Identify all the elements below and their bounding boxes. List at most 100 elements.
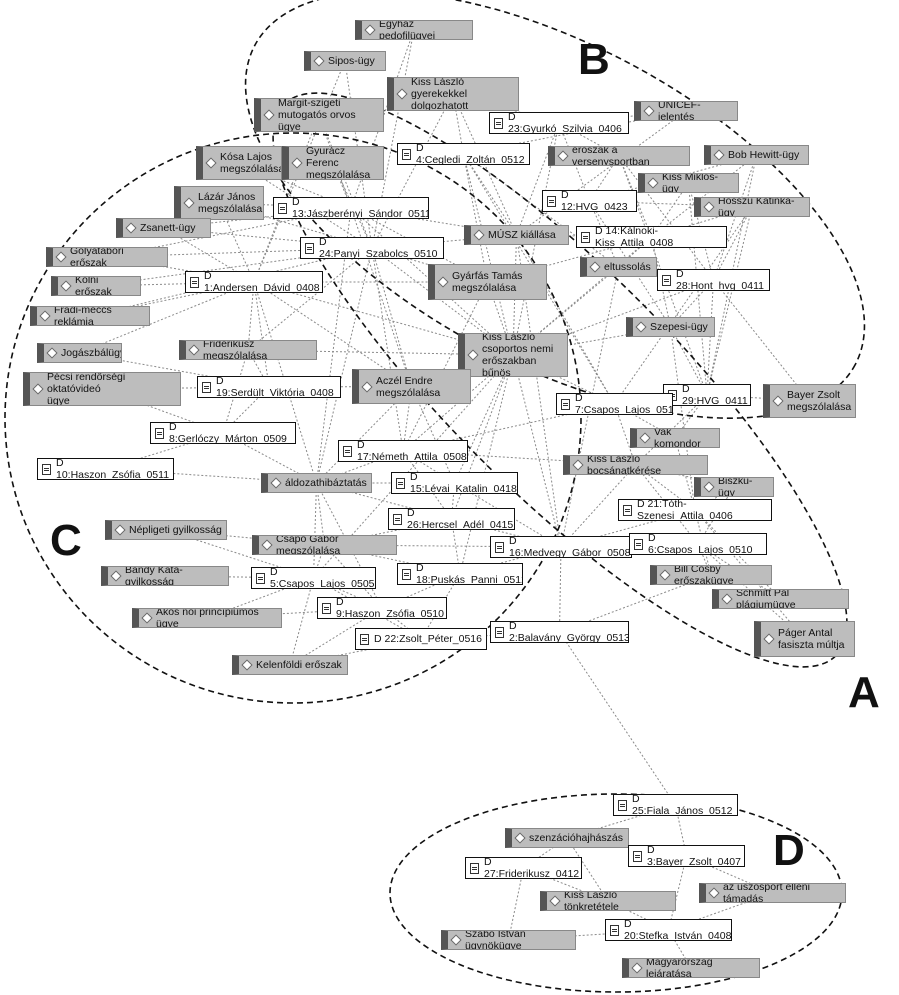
code-node-pager[interactable]: Páger Antal fasiszta múltja bbox=[754, 621, 855, 657]
document-node-d2[interactable]: D 2:Balavány_György_0513 bbox=[490, 621, 629, 643]
document-node-d9[interactable]: D 9:Haszon_Zsófia_0510 bbox=[317, 597, 447, 619]
code-node-szenzacio[interactable]: szenzációhajhászás bbox=[505, 828, 629, 848]
document-node-d28[interactable]: D 28:Hont_hvg_0411 bbox=[657, 269, 770, 291]
document-node-d26[interactable]: D 26:Hercsel_Adél_0415 bbox=[388, 508, 515, 530]
document-node-d5[interactable]: D 5:Csapos_Lajos_0505 bbox=[251, 567, 376, 589]
code-node-gyarfas[interactable]: Gyárfás Tamás megszólalása bbox=[428, 264, 547, 300]
document-node-d10[interactable]: D 10:Haszon_Zsófia_0511 bbox=[37, 458, 174, 480]
node-label: D 1:Andersen_Dávid_0408 bbox=[204, 271, 320, 293]
document-node-d24[interactable]: D 24:Panyi_Szabolcs_0510 bbox=[300, 237, 444, 259]
code-node-eroszakverseny[interactable]: erőszak a versenysportban bbox=[548, 146, 690, 166]
code-node-kolni[interactable]: Kölni erőszak bbox=[51, 276, 141, 296]
code-node-kissbocsanat[interactable]: Kiss László bocsánatkérése bbox=[563, 455, 708, 475]
edge-hosszu-d7 bbox=[614, 206, 753, 405]
document-node-d8[interactable]: D 8:Gerlóczy_Márton_0509 bbox=[150, 422, 296, 444]
document-node-d29[interactable]: D 29:HVG_0411 bbox=[663, 384, 751, 406]
document-node-d18[interactable]: D 18:Puskás_Panni_0512 bbox=[397, 563, 523, 585]
document-node-d3[interactable]: D 3:Bayer_Zsolt_0407 bbox=[628, 845, 745, 867]
document-node-d4[interactable]: D 4:Cegledi_Zoltán_0512 bbox=[397, 143, 530, 165]
code-node-kissgyerek[interactable]: Kiss László gyerekekkel dolgozhatott bbox=[387, 77, 519, 111]
node-label: D 8:Gerlóczy_Márton_0509 bbox=[169, 422, 287, 444]
code-node-nepligeti[interactable]: Népligeti gyilkosság bbox=[105, 520, 227, 540]
document-node-d7[interactable]: D 7:Csapos_Lajos_0514 bbox=[556, 393, 673, 415]
edge-aldozat-d5 bbox=[313, 482, 317, 579]
node-label: Fradi-meccs reklámja bbox=[54, 306, 112, 326]
code-diamond-icon bbox=[263, 109, 275, 121]
code-node-margit[interactable]: Margit-szigeti mutogatós orvos ügye bbox=[254, 98, 384, 132]
node-label: Bob Hewitt-ügy bbox=[728, 149, 800, 161]
code-node-bayerzsolt[interactable]: Bayer Zsolt megszólalása bbox=[763, 384, 856, 418]
code-node-unicef[interactable]: UNICEF-jelentés bbox=[634, 101, 738, 121]
node-label: D 21:Tóth-Szenesi_Attila_0406 bbox=[637, 499, 733, 521]
code-node-kisstonkre[interactable]: Kiss László tönkretétele bbox=[540, 891, 676, 911]
code-node-kosa[interactable]: Kósa Lajos megszólalása bbox=[196, 146, 282, 180]
code-diamond-icon bbox=[703, 201, 715, 213]
code-node-kissmiklos[interactable]: Kiss Miklós-ügy bbox=[638, 173, 739, 193]
node-label: Biszku-ügy bbox=[718, 477, 753, 497]
edge-d12-hosszu bbox=[589, 200, 753, 208]
document-node-d16[interactable]: D 16:Medvegy_Gábor_0508 bbox=[490, 536, 632, 558]
code-node-pecsi[interactable]: Pécsi rendőrségi oktatóvideó ügye bbox=[23, 372, 181, 406]
code-node-zsanett[interactable]: Zsanett-ügy bbox=[116, 218, 211, 238]
code-node-uszo[interactable]: az úszósport elleni támadás bbox=[699, 883, 846, 903]
edge-hosszu-d29 bbox=[706, 206, 753, 396]
document-node-d19[interactable]: D 19:Serdült_Viktória_0408 bbox=[197, 376, 341, 398]
code-node-eltussolas[interactable]: eltussolás bbox=[580, 257, 657, 277]
node-label: Hosszú Katinka-ügy bbox=[718, 197, 795, 217]
document-icon bbox=[190, 276, 199, 288]
code-node-gyuracz[interactable]: Gyurácz Ferenc megszólalása bbox=[282, 146, 384, 180]
document-node-d20[interactable]: D 20:Stefka_István_0408 bbox=[605, 919, 732, 941]
code-node-fradi[interactable]: Fradi-meccs reklámja bbox=[30, 306, 150, 326]
code-node-lazar[interactable]: Lázár János megszólalása bbox=[174, 186, 264, 220]
code-node-musz[interactable]: MÚSZ kiállása bbox=[464, 225, 569, 245]
document-node-d27[interactable]: D 27:Friderikusz_0412 bbox=[465, 857, 582, 879]
edge-d4-kissbunos bbox=[463, 153, 514, 356]
document-node-d22[interactable]: D 22:Zsolt_Péter_0516 bbox=[355, 628, 487, 650]
code-node-schmitt[interactable]: Schmitt Pál plágiumügye bbox=[712, 589, 849, 609]
code-diamond-icon bbox=[114, 524, 126, 536]
edge-gyarfas-d17 bbox=[402, 281, 488, 452]
code-node-magyar[interactable]: Magyarország lejáratása bbox=[622, 958, 760, 978]
edge-eltussolas-kissbunos bbox=[512, 266, 619, 356]
edge-zsanett-d24 bbox=[163, 227, 373, 249]
code-node-akos[interactable]: Ákos női princípiumos ügye bbox=[132, 608, 282, 628]
code-node-biszku[interactable]: Biszku-ügy bbox=[694, 477, 774, 497]
code-node-egyhaz[interactable]: Egyház pedofilügyei bbox=[355, 20, 473, 40]
code-node-vak[interactable]: Vak komondor bbox=[630, 428, 720, 448]
code-node-hosszu[interactable]: Hosszú Katinka-ügy bbox=[694, 197, 810, 217]
edge-d17-kissbocsanat bbox=[402, 450, 636, 466]
code-node-bandy[interactable]: Bándy Kata-gyilkosság bbox=[101, 566, 229, 586]
document-node-d23[interactable]: D 23:Gyurkó_Szilvia_0406 bbox=[489, 112, 629, 134]
document-node-d15[interactable]: D 15:Lévai_Katalin_0418 bbox=[391, 472, 518, 494]
code-node-aldozat[interactable]: áldozathibáztatás bbox=[261, 473, 372, 493]
code-diamond-icon bbox=[291, 157, 303, 169]
node-label: D 28:Hont_hvg_0411 bbox=[676, 269, 764, 291]
edge-d27-kisstonkre bbox=[523, 867, 609, 902]
document-node-d6[interactable]: D 6:Csapos_Lajos_0510 bbox=[629, 533, 767, 555]
document-node-d1[interactable]: D 1:Andersen_Dávid_0408 bbox=[185, 271, 323, 293]
code-node-csapo[interactable]: Csapó Gábor megszólalása bbox=[252, 535, 397, 555]
code-node-aczel[interactable]: Aczél Endre megszólalása bbox=[352, 369, 471, 404]
code-node-szepesi[interactable]: Szepesi-ügy bbox=[626, 317, 715, 337]
document-node-d14[interactable]: D 14:Kálnoki-Kiss_Attila_0408 bbox=[576, 226, 727, 248]
edge-hewitt-d29 bbox=[706, 154, 757, 396]
document-node-d12[interactable]: D 12:HVG_0423 bbox=[542, 190, 637, 212]
code-diamond-icon bbox=[46, 347, 58, 359]
document-node-d17[interactable]: D 17:Németh_Attila_0508 bbox=[338, 440, 468, 462]
node-label: D 3:Bayer_Zsolt_0407 bbox=[647, 845, 741, 867]
code-node-kelenfoldi[interactable]: Kelenföldi erőszak bbox=[232, 655, 348, 675]
code-node-cosby[interactable]: Bill Cosby erőszakügye bbox=[650, 565, 772, 585]
code-node-jogasz[interactable]: Jogászbálügy bbox=[37, 343, 122, 363]
code-node-sipos[interactable]: Sipos-ügy bbox=[304, 51, 386, 71]
code-node-golya[interactable]: Gólyatábori erőszak bbox=[46, 247, 168, 267]
document-node-d25[interactable]: D 25:Fiala_János_0512 bbox=[613, 794, 738, 816]
code-node-friderikusz[interactable]: Friderikusz megszólalása bbox=[179, 340, 317, 360]
code-node-szabo[interactable]: Szabó István ügynökügye bbox=[441, 930, 576, 950]
document-icon bbox=[305, 242, 314, 254]
node-label: D 17:Németh_Attila_0508 bbox=[357, 440, 467, 462]
document-node-d21[interactable]: D 21:Tóth-Szenesi_Attila_0406 bbox=[618, 499, 772, 521]
document-node-d13[interactable]: D 13:Jászberényi_Sándor_0511 bbox=[273, 197, 429, 219]
document-icon bbox=[610, 924, 619, 936]
code-node-kissbunos[interactable]: Kiss László csoportos nemi erőszakban bű… bbox=[458, 333, 568, 377]
code-node-hewitt[interactable]: Bob Hewitt-ügy bbox=[704, 145, 809, 165]
